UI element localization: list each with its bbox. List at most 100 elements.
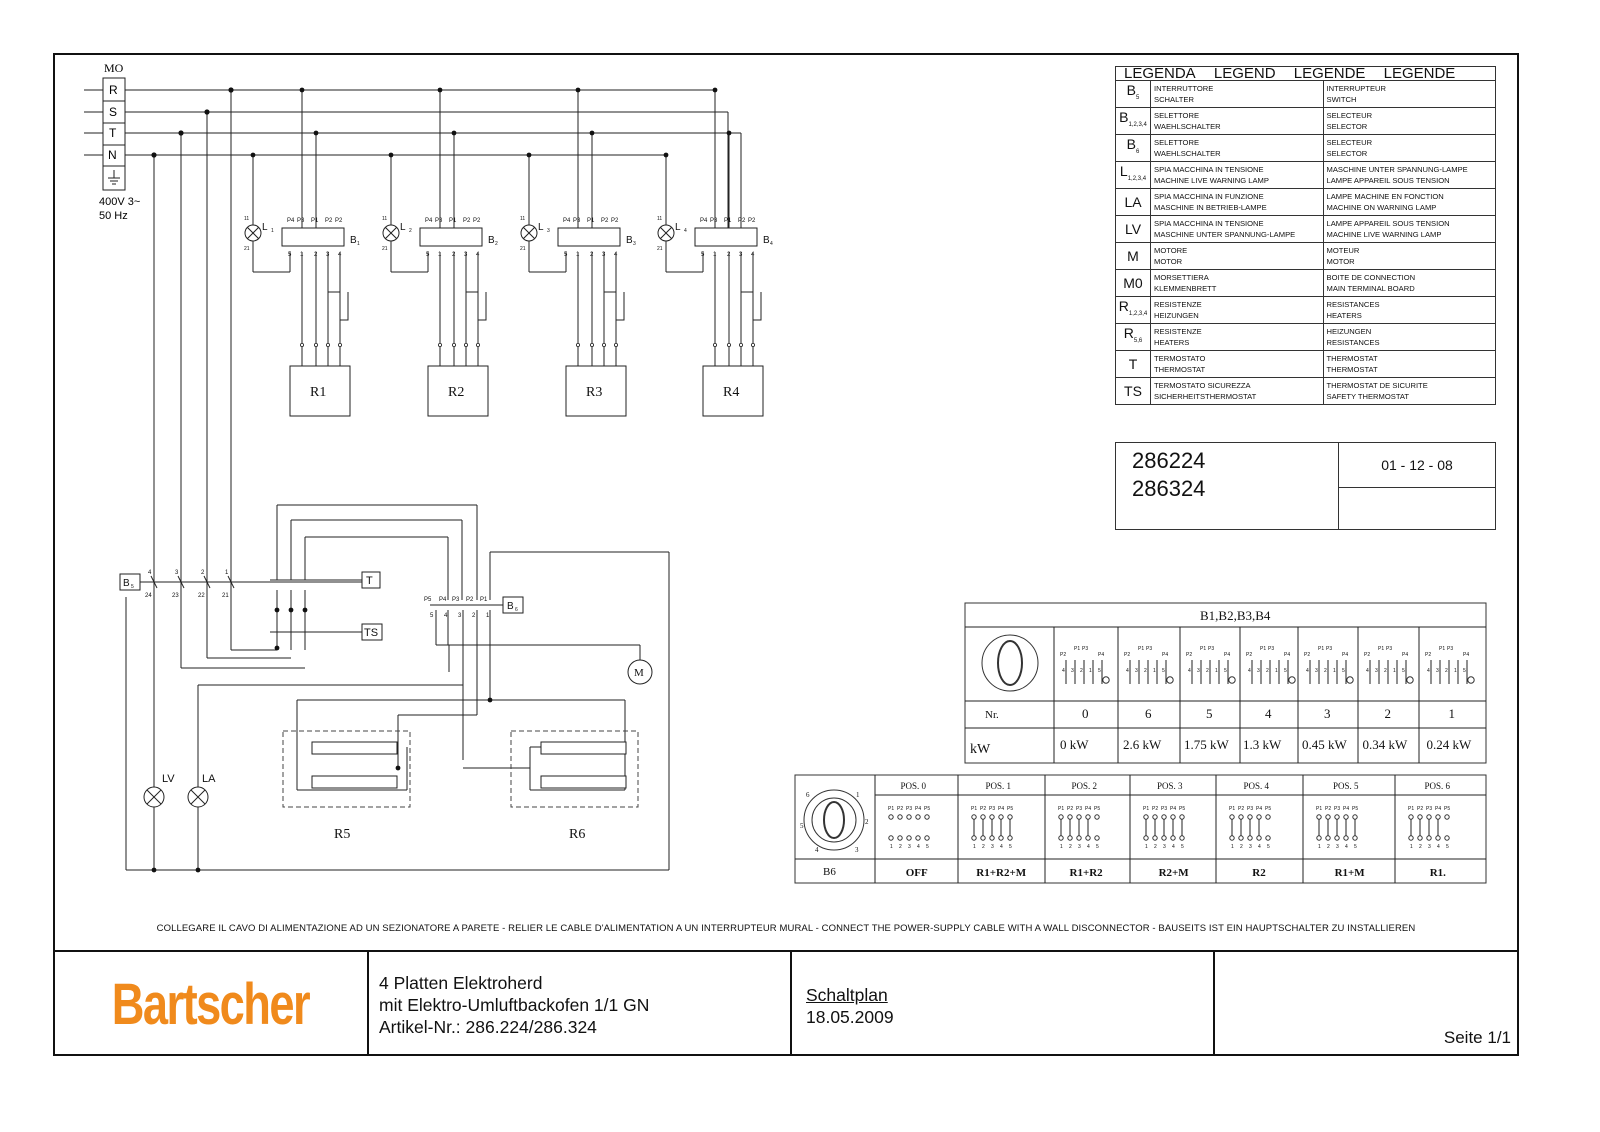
main-switch-term-bottom: 22 [198,593,205,599]
terminal [713,342,718,347]
junction-dot [288,607,294,613]
switch-terminal-top: P3 [573,218,581,224]
legend-header-fr: LEGENDE [1383,65,1456,82]
switch-terminal-top: P2 [473,218,481,224]
lamp-la-label: LA [202,773,216,785]
model-code-1: 286224 [1132,448,1206,473]
lamp-label: L [400,222,406,233]
heater-r5-label: R5 [334,827,350,842]
switch-label: B [763,235,770,246]
selector-switch-body [419,227,483,247]
heater-box [289,365,351,417]
junction-dot [712,87,718,93]
switch-terminal-top: P1 [311,218,319,224]
heater-box [427,365,489,417]
switch-terminal-top: P2 [335,218,343,224]
legend-symbol: T [1115,350,1151,378]
main-switch-term-top: 2 [201,570,205,576]
lamp-terminal: 11 [657,216,662,222]
selector-term-bottom: 5 [430,613,434,619]
mo-terminal-block [102,77,126,191]
legend-symbol: B5 [1115,80,1151,108]
heater-r6-frame [510,730,639,808]
switch-contact [203,575,211,589]
junction-dot [451,130,457,136]
junction-dot [575,87,581,93]
junction-dot [195,867,201,873]
motor-label: M [634,667,644,679]
heater-box [702,365,764,417]
legend-symbol: M0 [1115,269,1151,297]
selector-term-top: P2 [466,597,474,603]
fan-motor [627,659,653,685]
junction-dot [589,130,595,136]
brand-wordmark: Bartscher [111,971,310,1037]
legend-symbol: LV [1115,215,1151,243]
supply-voltage: 400V 3~ [99,196,140,208]
legend-header-en: LEGEND [1213,65,1276,82]
switch-terminal-top: P3 [297,218,305,224]
drawing-frame [53,53,1519,1056]
lamp-cross [247,227,259,239]
installation-note: COLLEGARE IL CAVO DI ALIMENTAZIONE AD UN… [156,923,1416,934]
switch-terminal-top: P1 [724,218,732,224]
document-date: 18.05.2009 [806,1007,894,1027]
switch-subscript: 3 [633,241,636,247]
switch-terminal-top: P4 [425,218,433,224]
switch-terminal-top: P2 [748,218,756,224]
switch-contact [227,575,235,589]
legend-symbol: B6 [1115,134,1151,162]
lamp-subscript: 1 [271,228,274,234]
terminal [590,342,595,347]
description-line-3: Artikel-Nr.: 286.224/286.324 [379,1017,597,1037]
hob-circuit-1: P4P3P1P2P251234L11121B1R1 [244,87,360,417]
selector-term-bottom: 4 [444,613,448,619]
selector-term-bottom: 3 [458,613,462,619]
selector-switch-body [694,227,758,247]
terminal [337,342,342,347]
lamp-terminal: 11 [244,216,249,222]
junction-dot [151,867,157,873]
heating-element [540,775,627,789]
page-number: Seite 1/1 [1443,1028,1511,1047]
terminal [313,342,318,347]
selector-term-bottom: 2 [472,613,476,619]
safety-thermostat-label: TS [364,627,378,639]
switch-terminal-top: P2 [738,218,746,224]
junction-dot [388,152,394,158]
switch-label: B [350,235,357,246]
switch-terminal-top: P4 [563,218,571,224]
heating-element [540,741,627,755]
heater-label: R1 [310,385,326,400]
phase-label-t: T [109,126,117,140]
heater-label: R3 [586,385,602,400]
terminal [463,342,468,347]
terminal [299,342,304,347]
terminal [576,342,581,347]
main-switch-term-top: 3 [175,570,179,576]
selector-term-top: P1 [480,597,488,603]
selector-subscript: 6 [515,607,518,613]
document-type: Schaltplan [806,985,888,1005]
main-switch-term-top: 1 [225,570,229,576]
heating-element [311,741,398,755]
main-switch-subscript: 5 [131,584,134,590]
lamp-label: L [538,222,544,233]
revision-date: 01 - 12 - 08 [1339,443,1495,488]
main-switch-term-bottom: 21 [222,593,229,599]
